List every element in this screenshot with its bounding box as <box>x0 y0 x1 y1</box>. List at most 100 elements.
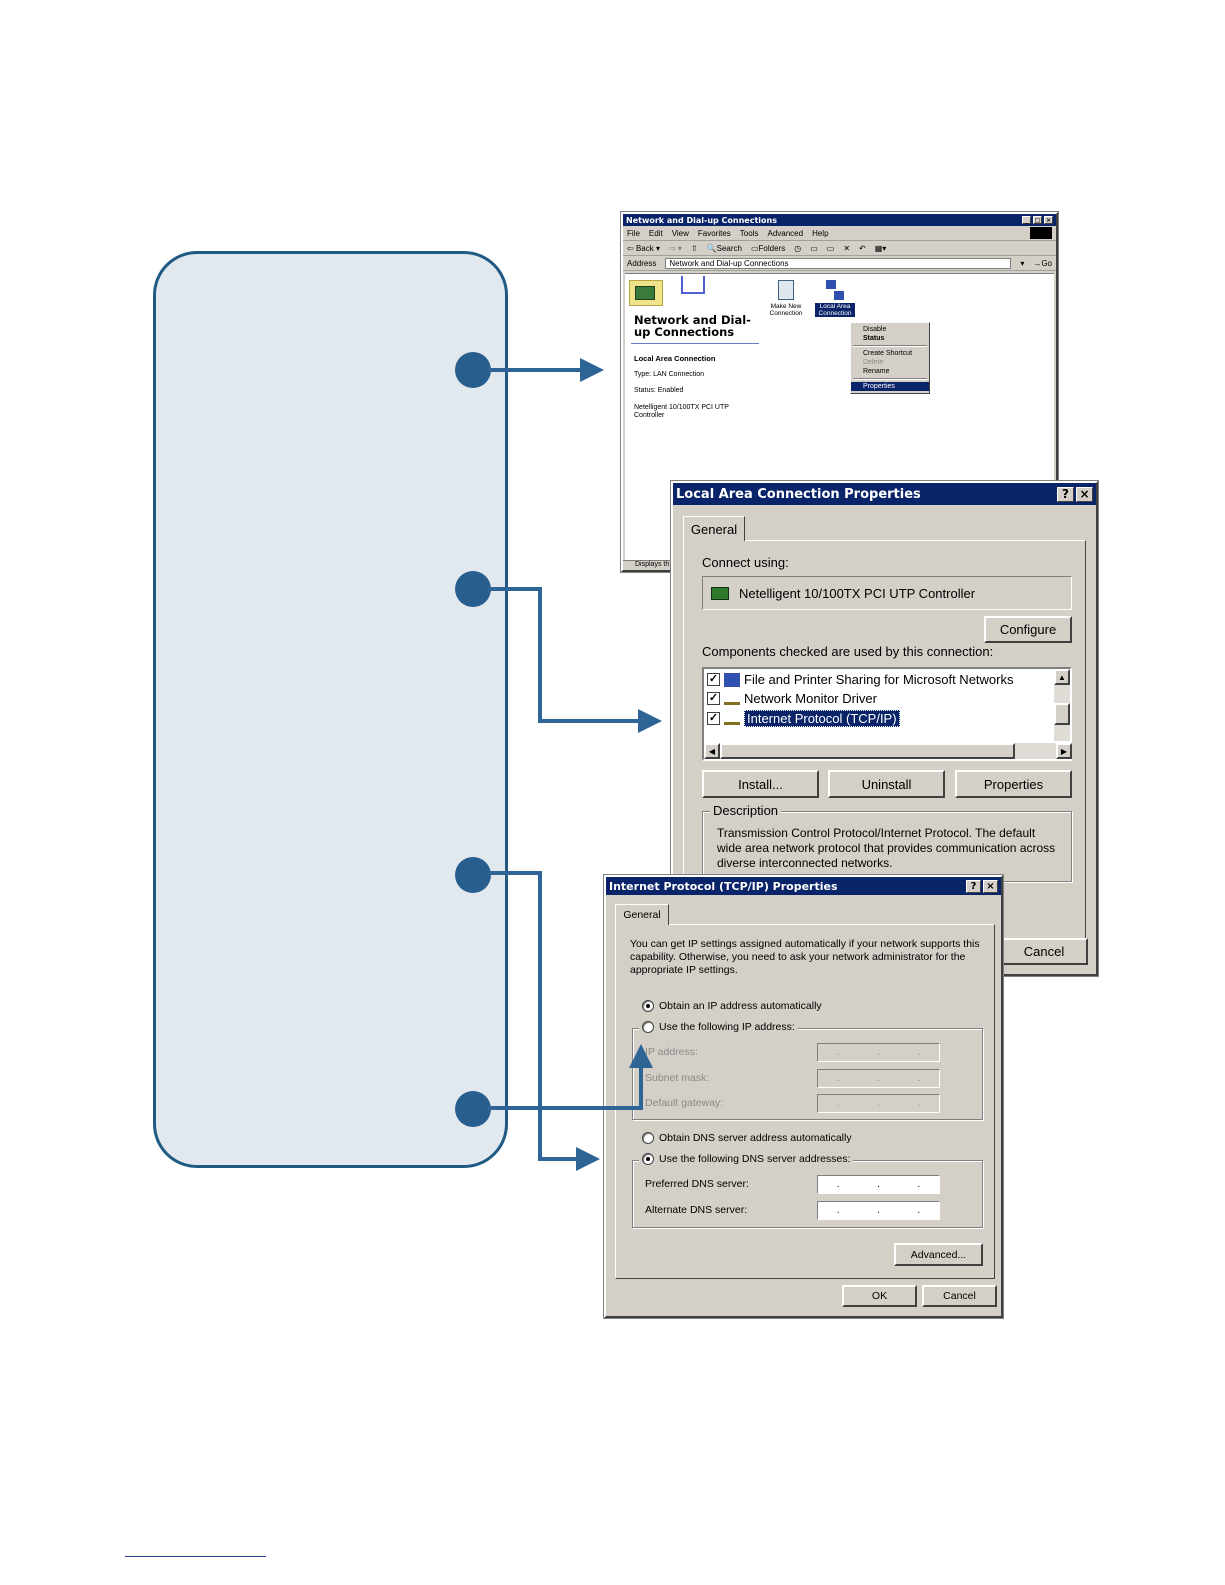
obtain-dns-option[interactable]: Obtain DNS server address automatically <box>642 1132 852 1144</box>
close-button[interactable]: × <box>983 879 998 893</box>
scroll-left-icon[interactable]: ◀ <box>704 743 720 759</box>
forward-icon[interactable]: ⇨ ▾ <box>668 243 682 253</box>
horizontal-scrollbar[interactable]: ◀ ▶ <box>704 743 1072 759</box>
alternate-dns-field[interactable]: ... <box>817 1201 940 1220</box>
lan-cancel-button[interactable]: Cancel <box>1000 938 1088 965</box>
scroll-right-icon[interactable]: ▶ <box>1056 743 1072 759</box>
cancel-label: Cancel <box>1023 944 1065 959</box>
component-label-selected: Internet Protocol (TCP/IP) <box>744 710 900 727</box>
obtain-ip-radio[interactable] <box>642 1000 654 1012</box>
scroll-thumb[interactable] <box>1054 703 1070 725</box>
windows-logo-icon <box>1030 227 1052 239</box>
advanced-button[interactable]: Advanced... <box>894 1243 983 1266</box>
component-checkbox[interactable]: ✓ <box>707 673 720 686</box>
undo-icon[interactable]: ↶ <box>859 243 866 253</box>
delete-icon[interactable]: ✕ <box>843 243 851 253</box>
address-dropdown-icon[interactable]: ▾ <box>1020 258 1025 268</box>
obtain-ip-option[interactable]: Obtain an IP address automatically <box>642 1000 822 1012</box>
use-ip-radio[interactable] <box>642 1021 654 1033</box>
make-new-connection-item[interactable]: Make New Connection <box>768 280 804 317</box>
configure-label: Configure <box>999 622 1057 637</box>
default-gateway-label: Default gateway: <box>645 1097 724 1109</box>
callout-dot-1 <box>455 352 491 388</box>
menu-favorites[interactable]: Favorites <box>697 228 731 238</box>
context-rename[interactable]: Rename <box>863 368 890 375</box>
configure-button[interactable]: Configure <box>984 616 1072 643</box>
use-ip-label: Use the following IP address: <box>659 1021 795 1033</box>
tcp-title: Internet Protocol (TCP/IP) Properties <box>609 879 838 893</box>
tab-page: Connect using: Netelligent 10/100TX PCI … <box>683 540 1086 960</box>
minimize-button[interactable]: _ <box>1022 216 1031 224</box>
local-area-connection-item[interactable]: Local Area Connection <box>815 280 855 317</box>
menu-help[interactable]: Help <box>812 228 829 238</box>
description-text: Transmission Control Protocol/Internet P… <box>717 826 1056 870</box>
install-button[interactable]: Install... <box>702 770 819 798</box>
heading-divider <box>631 343 759 344</box>
maximize-button[interactable]: □ <box>1033 216 1042 224</box>
back-button[interactable]: ⇦ Back ▾ <box>627 243 660 253</box>
context-create-shortcut[interactable]: Create Shortcut <box>863 350 913 357</box>
address-field[interactable]: Network and Dial-up Connections <box>665 257 1012 269</box>
explorer-titlebar: Network and Dial-up Connections _ □ × <box>623 214 1056 226</box>
connect-using-label: Connect using: <box>702 555 789 570</box>
explorer-title: Network and Dial-up Connections <box>626 215 777 225</box>
detail-title: Local Area Connection <box>634 354 716 363</box>
uninstall-button[interactable]: Uninstall <box>828 770 945 798</box>
search-button[interactable]: 🔍Search <box>706 243 742 253</box>
list-item[interactable]: ✓ Internet Protocol (TCP/IP) <box>707 710 900 727</box>
use-dns-option[interactable]: Use the following DNS server addresses: <box>639 1153 854 1165</box>
tcp-cancel-button[interactable]: Cancel <box>922 1285 997 1307</box>
tab-general[interactable]: General <box>615 904 669 925</box>
help-button[interactable]: ? <box>1057 486 1074 502</box>
component-label: File and Printer Sharing for Microsoft N… <box>744 672 1014 687</box>
context-disable[interactable]: Disable <box>863 326 887 333</box>
adapter-field: Netelligent 10/100TX PCI UTP Controller <box>702 576 1072 610</box>
tab-general[interactable]: General <box>683 516 745 541</box>
use-dns-radio[interactable] <box>642 1153 654 1165</box>
component-checkbox[interactable]: ✓ <box>707 692 720 705</box>
move-to-icon[interactable]: ▭ <box>810 243 818 253</box>
subnet-mask-field[interactable]: ... <box>817 1069 940 1088</box>
history-icon[interactable]: ◷ <box>794 243 802 253</box>
callout-dot-2 <box>455 571 491 607</box>
help-button[interactable]: ? <box>966 879 981 893</box>
file-sharing-icon <box>724 672 740 687</box>
component-checkbox[interactable]: ✓ <box>707 712 720 725</box>
callout-dot-3 <box>455 857 491 893</box>
close-button[interactable]: × <box>1076 486 1093 502</box>
folders-button[interactable]: ▭Folders <box>750 243 786 253</box>
default-gateway-field[interactable]: ... <box>817 1094 940 1113</box>
scroll-thumb[interactable] <box>720 743 1015 759</box>
close-button[interactable]: × <box>1044 216 1053 224</box>
obtain-dns-radio[interactable] <box>642 1132 654 1144</box>
menu-view[interactable]: View <box>671 228 689 238</box>
components-list: ✓ File and Printer Sharing for Microsoft… <box>702 667 1072 761</box>
make-new-connection-icon <box>778 280 794 300</box>
go-button[interactable]: →Go <box>1033 258 1052 268</box>
list-item[interactable]: ✓ File and Printer Sharing for Microsoft… <box>707 672 1013 687</box>
adapter-name: Netelligent 10/100TX PCI UTP Controller <box>739 585 976 601</box>
list-item[interactable]: ✓ Network Monitor Driver <box>707 691 877 706</box>
menu-edit[interactable]: Edit <box>648 228 663 238</box>
ip-address-field[interactable]: ... <box>817 1043 940 1062</box>
protocol-icon <box>724 693 740 705</box>
views-icon[interactable]: ▦▾ <box>874 243 887 253</box>
go-label: Go <box>1041 258 1052 268</box>
scroll-up-icon[interactable]: ▲ <box>1054 669 1070 685</box>
properties-button[interactable]: Properties <box>955 770 1072 798</box>
context-properties[interactable]: Properties <box>851 382 929 391</box>
preferred-dns-field[interactable]: ... <box>817 1175 940 1194</box>
copy-to-icon[interactable]: ▭ <box>826 243 835 253</box>
ok-button[interactable]: OK <box>842 1285 917 1307</box>
menu-file[interactable]: File <box>627 228 640 238</box>
context-status[interactable]: Status <box>863 335 885 342</box>
menu-advanced[interactable]: Advanced <box>767 228 804 238</box>
network-connection-icon <box>826 280 844 300</box>
menu-tools[interactable]: Tools <box>739 228 759 238</box>
static-ip-group: Use the following IP address: IP address… <box>632 1021 983 1120</box>
context-delete[interactable]: Delete <box>863 359 884 366</box>
vertical-scrollbar[interactable]: ▲ <box>1054 669 1070 741</box>
up-folder-icon[interactable]: ⇧ <box>690 243 698 253</box>
use-ip-option[interactable]: Use the following IP address: <box>639 1021 798 1033</box>
ok-label: OK <box>871 1290 888 1302</box>
